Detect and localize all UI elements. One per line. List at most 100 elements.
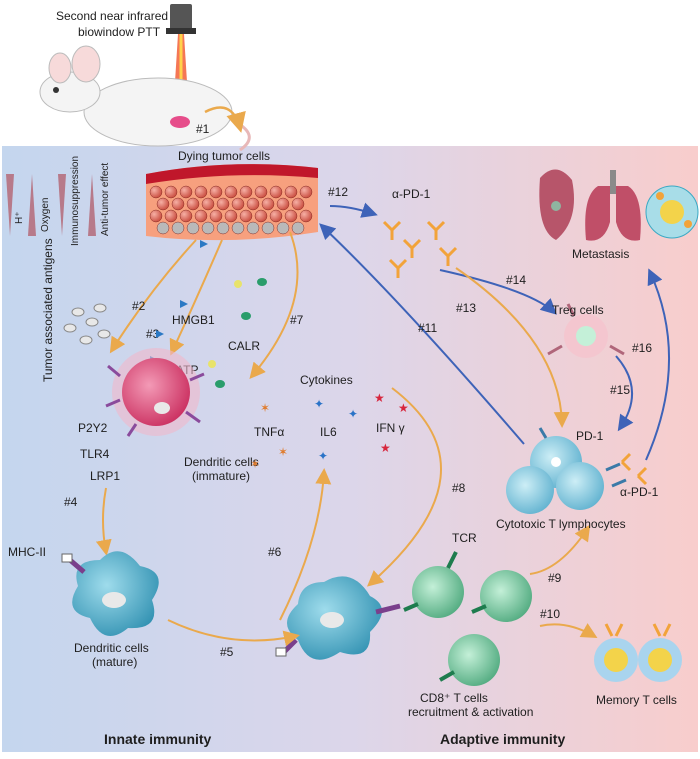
tumor-cell (209, 185, 223, 199)
arrow-7 (249, 231, 299, 380)
tumor-cell (179, 209, 193, 223)
ptt-label-line2: biowindow PTT (78, 25, 161, 39)
calr-label: CALR (228, 339, 260, 353)
step-2: #2 (132, 299, 146, 313)
tumor-cell (284, 185, 298, 199)
lymph-node-icon (645, 185, 699, 239)
tumor-cell (209, 209, 223, 223)
dc-immature-label-2: (immature) (192, 469, 250, 483)
tumor-cell (254, 185, 268, 199)
svg-text:✦: ✦ (318, 449, 328, 463)
arrow-1 (204, 106, 246, 133)
ctl-label: Cytotoxic T lymphocytes (496, 517, 626, 531)
arrow-2 (109, 239, 197, 354)
antigen-particles (63, 303, 111, 345)
step-9: #9 (548, 571, 562, 585)
tumor-cell (261, 197, 275, 211)
step-1: #1 (196, 122, 210, 136)
tumor-cell (194, 209, 208, 223)
innate-immunity-label: Innate immunity (104, 731, 212, 747)
dc-mature-label-2: (mature) (92, 655, 137, 669)
tumor-antigens-label: Tumor associated antigens (41, 238, 55, 382)
svg-text:✦: ✦ (348, 407, 358, 421)
tumor-cell (224, 185, 238, 199)
step-15: #15 (610, 383, 630, 397)
liver-icon (539, 169, 574, 240)
tnfa-label: TNFα (254, 425, 284, 439)
tumor-cell (276, 197, 290, 211)
tcr-label: TCR (452, 531, 477, 545)
ifng-label: IFN γ (376, 421, 405, 435)
treg-label: Treg cells (552, 303, 604, 317)
tumor-cell (164, 209, 178, 223)
tumor-cell (149, 209, 163, 223)
dying-tumor-label: Dying tumor cells (178, 149, 270, 163)
arrow-16 (645, 268, 671, 461)
tumor-cell (231, 221, 245, 235)
tumor-cell (171, 221, 185, 235)
tumor-tissue (146, 164, 318, 241)
p2y2-label: P2Y2 (78, 421, 108, 435)
svg-text:✶: ✶ (250, 457, 260, 471)
arrow-8 (366, 387, 442, 587)
arrow-4 (95, 487, 112, 556)
treg-cell (547, 303, 625, 358)
memory-t-label: Memory T cells (596, 693, 677, 707)
metastasis-label: Metastasis (572, 247, 629, 261)
cytokine-particles: ✶ ✶ ✶ ✦ ✦ ✦ ★ ★ ★ (250, 391, 409, 471)
svg-text:✶: ✶ (260, 401, 270, 415)
tumor-cell (224, 209, 238, 223)
tumor-cell (291, 221, 305, 235)
tumor-cell (156, 221, 170, 235)
cd8-label-2: recruitment & activation (408, 705, 533, 719)
step-16: #16 (632, 341, 652, 355)
svg-text:★: ★ (380, 441, 391, 455)
tlr4-label: TLR4 (80, 447, 110, 461)
tumor-cell (261, 221, 275, 235)
tumor-cell (194, 185, 208, 199)
tumor-cell (239, 209, 253, 223)
lungs-icon (585, 170, 641, 241)
il6-label: IL6 (320, 425, 337, 439)
tumor-cell (164, 185, 178, 199)
tumor-cell (269, 209, 283, 223)
anti-pd1-top-label: α-PD-1 (392, 187, 431, 201)
tumor-cell (171, 197, 185, 211)
svg-text:✦: ✦ (314, 397, 324, 411)
tumor-cell (299, 209, 313, 223)
svg-text:★: ★ (374, 391, 385, 405)
anti-pd1-side-label: α-PD-1 (620, 485, 659, 499)
arrow-13 (455, 267, 570, 428)
arrow-9 (529, 524, 591, 575)
tumor-cell (186, 197, 200, 211)
antitumor-label: Anti-tumor effect (100, 163, 111, 236)
tumor-cell (276, 221, 290, 235)
arrow-10 (539, 623, 598, 638)
tumor-cell (156, 197, 170, 211)
tumor-cell (269, 185, 283, 199)
anti-pd1-antibodies (382, 220, 458, 278)
arrow-15 (615, 355, 634, 432)
svg-text:✶: ✶ (278, 445, 288, 459)
tumor-cell (179, 185, 193, 199)
tumor-cell (216, 197, 230, 211)
h-plus-label: H⁺ (14, 212, 25, 225)
tumor-cell (186, 221, 200, 235)
adaptive-immunity-label: Adaptive immunity (440, 731, 565, 747)
mature-dendritic-cell (61, 551, 159, 636)
step-14: #14 (506, 273, 526, 287)
gradient-wedges (6, 174, 96, 236)
dc-mature-label-1: Dendritic cells (74, 641, 149, 655)
ptt-label-line1: Second near infrared (56, 9, 168, 23)
step-13: #13 (456, 301, 476, 315)
tumor-cell (284, 209, 298, 223)
cytotoxic-t-lymphocytes (506, 427, 648, 514)
tumor-cell (246, 221, 260, 235)
cd8-t-cells (403, 551, 532, 686)
arrow-6 (279, 468, 332, 621)
cytokines-label: Cytokines (300, 373, 353, 387)
immature-dendritic-cell (105, 348, 205, 437)
oxygen-label: Oxygen (40, 198, 51, 232)
step-5: #5 (220, 645, 234, 659)
